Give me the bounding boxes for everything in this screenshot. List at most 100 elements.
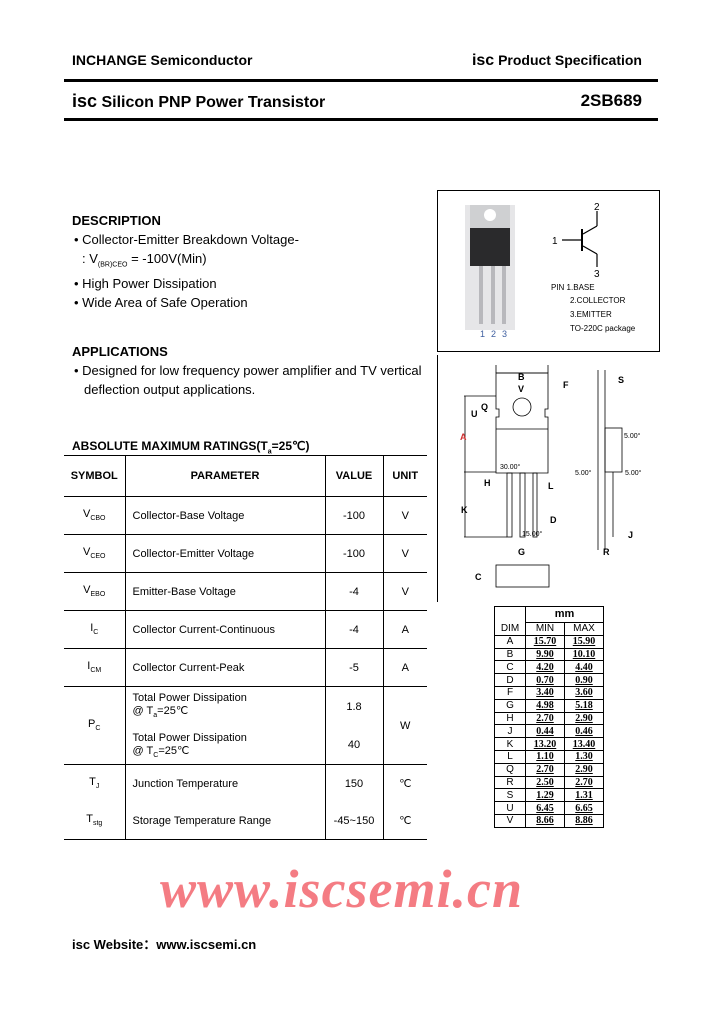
header-symbol: SYMBOL (64, 455, 125, 497)
lead-icon (491, 266, 495, 324)
cell-text: I (87, 660, 91, 673)
dim-label-b: B (518, 372, 525, 382)
symbol-pin-1: 1 (552, 236, 558, 247)
cell-text: stg (92, 820, 103, 828)
dim-max: 15.90 (564, 634, 604, 649)
cell-text: =25℃ (158, 744, 190, 757)
cell-text: J (95, 783, 100, 791)
symbol-cell: IC (64, 610, 125, 649)
mount-hole-icon (484, 209, 496, 221)
pin-text: 3.EMITTER (570, 310, 612, 319)
dim-min: 1.29 (525, 788, 565, 803)
applications-list: • Designed for low frequency power ampli… (74, 362, 422, 399)
dim-letter: A (494, 634, 526, 649)
dim-label-h: H (484, 478, 491, 488)
dim-min: 8.66 (525, 813, 565, 828)
parameter-cell: Junction Temperature (124, 764, 325, 802)
cell-text: =25℃ (157, 705, 189, 718)
lead-icon (479, 266, 483, 324)
pin-label: 3 (502, 329, 507, 339)
website-link[interactable]: www.iscsemi.cn (156, 937, 257, 952)
symbol-cell: VEBO (64, 572, 125, 611)
cell-text: C (153, 751, 159, 759)
symbol-cell: PC (64, 686, 125, 765)
dim-min: 1.10 (525, 749, 565, 764)
pnp-transistor-symbol-icon (562, 211, 598, 267)
description-vbr: : V(BR)CEO = -100V(Min) (74, 250, 299, 275)
symbol-pin-3: 3 (594, 269, 600, 280)
dim-label-g: G (518, 547, 525, 557)
isc-logo-text: isc (471, 52, 495, 69)
symbol-cell: VCEO (64, 534, 125, 573)
symbol-pin-2: 2 (594, 202, 600, 213)
header-rule (64, 79, 658, 82)
dim-letter: D (494, 673, 526, 687)
ratings-title: ABSOLUTE MAXIMUM RATINGS(Ta=25℃) (72, 439, 310, 455)
pin-label: 2 (491, 329, 496, 339)
value-cell: -45~150 (324, 802, 383, 840)
description-item: • Wide Area of Safe Operation (74, 294, 248, 310)
applications-heading: APPLICATIONS (72, 344, 168, 359)
dim-min: 2.50 (525, 775, 565, 790)
dim-letter: H (494, 711, 526, 726)
dim-letter: B (494, 647, 526, 662)
description-item: • High Power Dissipation (74, 276, 217, 291)
value-cell: -4 (324, 610, 383, 649)
dim-letter: L (494, 749, 526, 764)
cell-text: 1.8 (346, 700, 362, 713)
cell-text: 40 (347, 738, 361, 751)
part-number: 2SB689 (580, 91, 642, 110)
dim-header: MIN (525, 622, 565, 636)
dim-label-q: Q (481, 402, 488, 412)
dim-letter: R (494, 775, 526, 790)
cell-text: @ T (132, 744, 154, 757)
table-header-row: SYMBOL PARAMETER VALUE UNIT (64, 455, 427, 497)
dim-label-a: A (460, 432, 467, 442)
dim-label-k: K (461, 505, 468, 515)
cell-text: CM (90, 667, 102, 675)
dim-min: 0.70 (525, 673, 565, 687)
cell-text: V (83, 584, 91, 597)
angle-label: 5.00° (575, 469, 592, 477)
unit-cell: V (382, 496, 427, 535)
pin-text: 2.COLLECTOR (570, 296, 626, 305)
unit-cell: A (382, 648, 427, 687)
isc-prefix: isc (72, 91, 98, 111)
value-cell: -100 (324, 534, 383, 573)
dim-letter: K (494, 737, 526, 751)
dim-min: 2.70 (525, 711, 565, 726)
unit-cell: ℃ (382, 802, 427, 840)
dim-label-f: F (563, 380, 569, 390)
value-cell: -5 (324, 648, 383, 687)
dim-min: 4.98 (525, 698, 565, 713)
cell-text: T (89, 776, 96, 789)
dim-max: 0.90 (564, 673, 604, 687)
parameter-cell: Collector Current-Continuous (124, 610, 325, 649)
dim-min: 4.20 (525, 660, 565, 675)
dim-min: 15.70 (525, 634, 565, 649)
vbr-sub: (BR)CEO (97, 261, 128, 269)
ratings-title-text: ABSOLUTE MAXIMUM RATINGS(T (72, 439, 268, 453)
value-cell: -4 (324, 572, 383, 611)
cell-text: CEO (90, 553, 106, 561)
symbol-cell: VCBO (64, 496, 125, 535)
page-title: isc Silicon PNP Power Transistor (72, 91, 325, 112)
unit-cell: ℃ (382, 764, 427, 802)
header-value: VALUE (324, 455, 383, 497)
unit-cell: V (382, 572, 427, 611)
angle-label: 5.00° (624, 432, 641, 440)
dim-label-l: L (548, 481, 554, 491)
